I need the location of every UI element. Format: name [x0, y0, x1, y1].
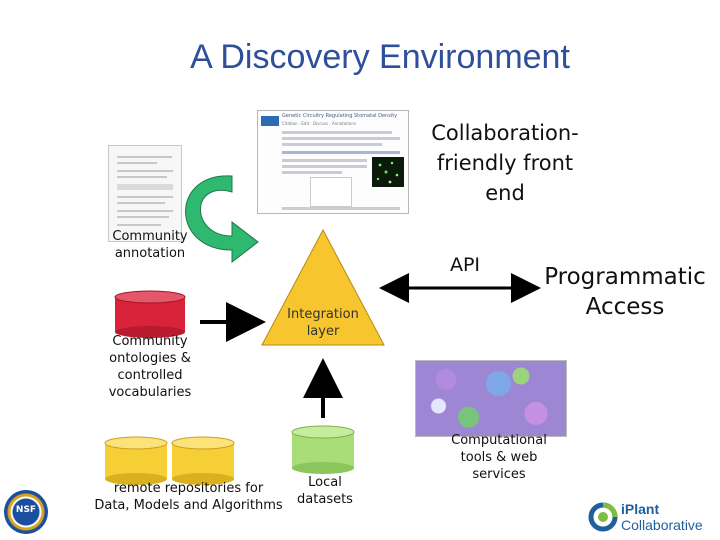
screenshot-microscopy — [372, 157, 404, 187]
screenshot-chart — [310, 177, 352, 207]
iplant-swirl-icon — [588, 502, 618, 532]
screenshot-nav: Citation · Edit · Discuss · Annotations — [282, 121, 356, 126]
web-frontend-screenshot: Genetic Circuitry Regulating Stomatal De… — [257, 110, 409, 214]
nsf-logo: NSF — [4, 490, 48, 534]
integration-triangle — [261, 228, 385, 346]
ontology-cylinder — [114, 290, 186, 338]
remote-repository-cylinder-1 — [104, 436, 168, 485]
front-end-label: Collaboration- friendly front end — [431, 121, 579, 205]
programmatic-access-label: Programmatic Access — [544, 264, 706, 320]
computational-tools-image — [415, 360, 567, 437]
screenshot-header: Genetic Circuitry Regulating Stomatal De… — [282, 113, 398, 119]
screenshot-logo — [261, 116, 279, 126]
local-datasets-label: Local datasets — [297, 475, 353, 507]
computational-tools-label: Computational tools & web services — [451, 433, 547, 482]
iplant-logo: iPlant Collaborative — [588, 500, 718, 536]
community-ontologies-label: Community ontologies & controlled vocabu… — [108, 334, 192, 400]
remote-repositories-label: remote repositories for Data, Models and… — [94, 481, 283, 513]
community-annotation-label: Community annotation — [112, 229, 188, 261]
paper-thumbnail — [108, 145, 182, 242]
remote-repository-cylinder-2 — [171, 436, 235, 485]
local-datasets-cylinder — [291, 425, 355, 474]
api-label: API — [449, 254, 481, 276]
integration-layer-label: Integration layer — [287, 307, 359, 339]
green-curved-arrow — [185, 175, 259, 264]
page-title: A Discovery Environment — [190, 38, 570, 76]
